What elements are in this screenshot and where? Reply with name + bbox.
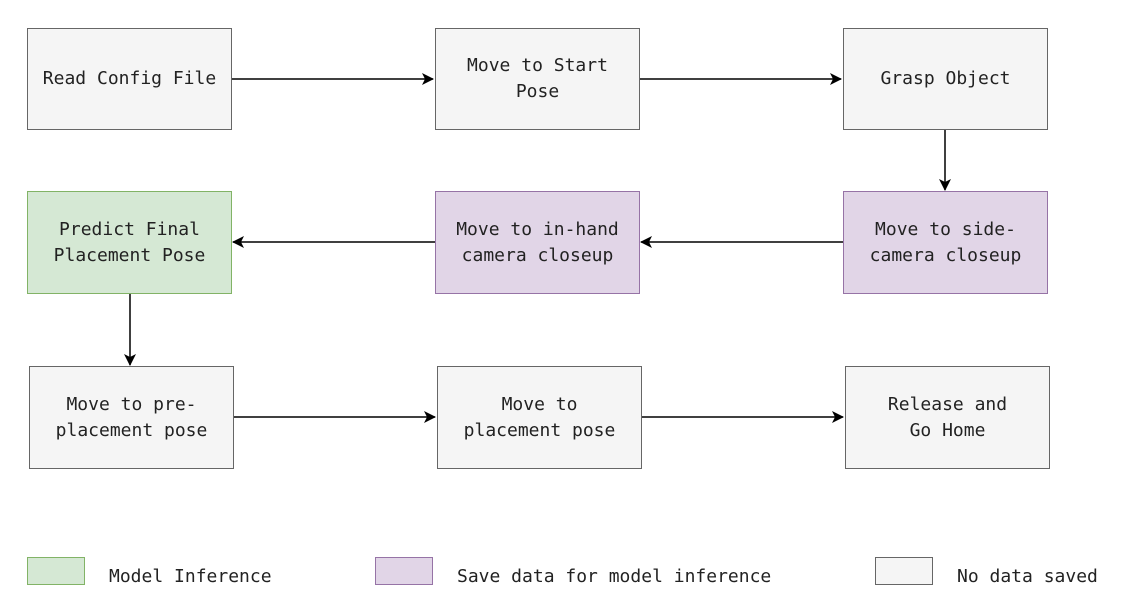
node-label: Move to in-hand camera closeup <box>456 218 619 266</box>
legend-swatch-save-data <box>375 557 433 585</box>
node-read-config-file: Read Config File <box>27 28 232 130</box>
node-move-to-placement-pose: Move to placement pose <box>437 366 642 469</box>
node-move-to-inhand-camera-closeup: Move to in-hand camera closeup <box>435 191 640 294</box>
node-label: Move to Start Pose <box>467 55 608 102</box>
node-label: Grasp Object <box>880 68 1011 89</box>
legend-swatch-model-inference <box>27 557 85 585</box>
node-label: Read Config File <box>42 68 217 89</box>
node-label: Release and Go Home <box>887 393 1008 441</box>
node-label: Move to pre- placement pose <box>55 393 208 441</box>
legend-label-model-inference: Model Inference <box>109 566 272 587</box>
node-move-to-pre-placement-pose: Move to pre- placement pose <box>29 366 234 469</box>
node-move-to-side-camera-closeup: Move to side- camera closeup <box>843 191 1048 294</box>
node-grasp-object: Grasp Object <box>843 28 1048 130</box>
legend-label-save-data: Save data for model inference <box>457 566 772 587</box>
node-label: Move to side- camera closeup <box>869 218 1022 266</box>
node-label: Move to placement pose <box>463 393 616 441</box>
legend-label-no-data: No data saved <box>957 566 1098 587</box>
node-label: Predict Final Placement Pose <box>53 218 206 266</box>
legend-swatch-no-data <box>875 557 933 585</box>
node-release-and-go-home: Release and Go Home <box>845 366 1050 469</box>
node-move-to-start-pose: Move to Start Pose <box>435 28 640 130</box>
node-predict-final-placement-pose: Predict Final Placement Pose <box>27 191 232 294</box>
